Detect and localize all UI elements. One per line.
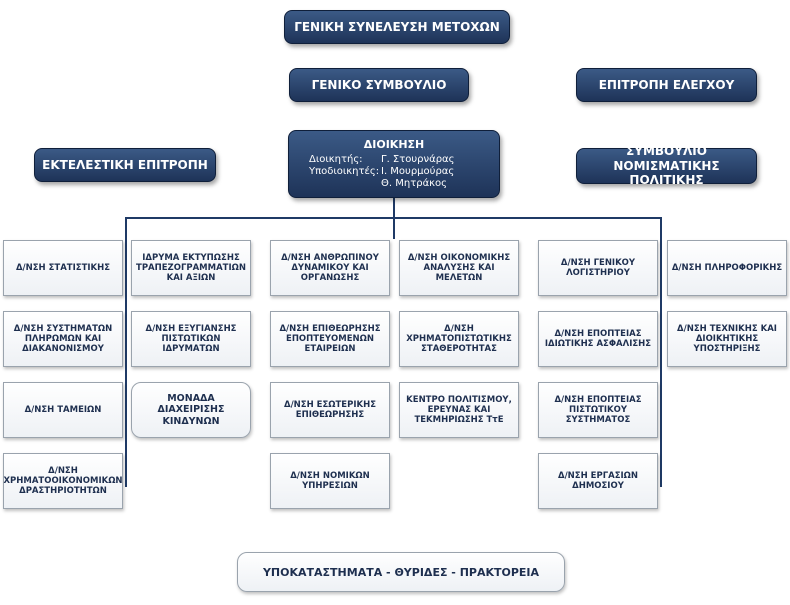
executive-committee-box: ΕΚΤΕΛΕΣΤΙΚΗ ΕΠΙΤΡΟΠΗ: [34, 148, 216, 182]
centre-culture-research: ΚΕΝΤΡΟ ΠΟΛΙΤΙΣΜΟΥ, ΕΡΕΥΝΑΣ ΚΑΙ ΤΕΚΜΗΡΙΩΣ…: [399, 382, 519, 438]
branches-label: ΥΠΟΚΑΤΑΣΤΗΜΑΤΑ - ΘΥΡΙΔΕΣ - ΠΡΑΚΤΟΡΕΙΑ: [262, 565, 540, 579]
dept-financial-stability: Δ/ΝΣΗ ΧΡΗΜΑΤΟΠΙΣΤΩΤΙΚΗΣ ΣΤΑΘΕΡΟΤΗΤΑΣ: [399, 311, 519, 367]
dept-resolution: Δ/ΝΣΗ ΕΞΥΓΙΑΝΣΗΣ ΠΙΣΤΩΤΙΚΩΝ ΙΔΡΥΜΑΤΩΝ: [131, 311, 251, 367]
dept-human-resources: Δ/ΝΣΗ ΑΝΘΡΩΠΙΝΟΥ ΔΥΝΑΜΙΚΟΥ ΚΑΙ ΟΡΓΑΝΩΣΗΣ: [270, 240, 390, 296]
dept-financial-operations: Δ/ΝΣΗ ΧΡΗΜΑΤΟΟΙΚΟΝΟΜΙΚΩΝ ΔΡΑΣΤΗΡΙΟΤΗΤΩΝ: [3, 453, 123, 509]
audit-committee-box: ΕΠΙΤΡΟΠΗ ΕΛΕΓΧΟΥ: [576, 68, 757, 102]
monetary-policy-council-box: ΣΥΜΒΟΥΛΙΟ ΝΟΜΙΣΜΑΤΙΚΗΣ ΠΟΛΙΤΙΚΗΣ: [576, 144, 757, 187]
dept-it: Δ/ΝΣΗ ΠΛΗΡΟΦΟΡΙΚΗΣ: [667, 240, 787, 296]
general-council-label: ΓΕΝΙΚΟ ΣΥΜΒΟΥΛΙΟ: [311, 77, 447, 92]
executive-committee-label: ΕΚΤΕΛΕΣΤΙΚΗ ΕΠΙΤΡΟΠΗ: [42, 157, 208, 172]
deputies-row-2: Θ. Μητράκος: [309, 178, 479, 190]
connector-mgmt-down: [393, 196, 395, 218]
dept-supervised-inspection: Δ/ΝΣΗ ΕΠΙΘΕΩΡΗΣΗΣ ΕΠΟΠΤΕΥΟΜΕΝΩΝ ΕΤΑΙΡΕΙΩ…: [270, 311, 390, 367]
deputy-1-name: Ι. Μουρμούρας: [381, 165, 455, 177]
unit-risk-management: ΜΟΝΑΔΑ ΔΙΑΧΕΙΡΙΣΗΣ ΚΙΝΔΥΝΩΝ: [131, 382, 251, 438]
connector-col3: [393, 217, 395, 239]
dept-banknote-printing: ΙΔΡΥΜΑ ΕΚΤΥΠΩΣΗΣ ΤΡΑΠΕΖΟΓΡΑΜΜΑΤΙΩΝ ΚΑΙ Α…: [131, 240, 251, 296]
dept-payment-systems: Δ/ΝΣΗ ΣΥΣΤΗΜΑΤΩΝ ΠΛΗΡΩΜΩΝ ΚΑΙ ΔΙΑΚΑΝΟΝΙΣ…: [3, 311, 123, 367]
general-assembly-box: ΓΕΝΙΚΗ ΣΥΝΕΛΕΥΣΗ ΜΕΤΟΧΩΝ: [284, 10, 510, 44]
branches-box: ΥΠΟΚΑΤΑΣΤΗΜΑΤΑ - ΘΥΡΙΔΕΣ - ΠΡΑΚΤΟΡΕΙΑ: [237, 552, 565, 592]
dept-legal-services: Δ/ΝΣΗ ΝΟΜΙΚΩΝ ΥΠΗΡΕΣΙΩΝ: [270, 453, 390, 509]
governor-row: Διοικητής: Γ. Στουρνάρας: [309, 154, 479, 166]
deputies-label: Υποδιοικητές:: [309, 165, 380, 177]
dept-credit-system-supervision: Δ/ΝΣΗ ΕΠΟΠΤΕΙΑΣ ΠΙΣΤΩΤΙΚΟΥ ΣΥΣΤΗΜΑΤΟΣ: [538, 382, 658, 438]
governor-name: Γ. Στουρνάρας: [381, 153, 455, 165]
general-council-box: ΓΕΝΙΚΟ ΣΥΜΒΟΥΛΙΟ: [289, 68, 469, 102]
dept-public-operations: Δ/ΝΣΗ ΕΡΓΑΣΙΩΝ ΔΗΜΟΣΙΟΥ: [538, 453, 658, 509]
dept-treasury: Δ/ΝΣΗ ΤΑΜΕΙΩΝ: [3, 382, 123, 438]
dept-economic-analysis: Δ/ΝΣΗ ΟΙΚΟΝΟΜΙΚΗΣ ΑΝΑΛΥΣΗΣ ΚΑΙ ΜΕΛΕΤΩΝ: [399, 240, 519, 296]
connector-col5: [660, 217, 662, 487]
governor-label: Διοικητής:: [309, 153, 363, 165]
monetary-policy-council-label: ΣΥΜΒΟΥΛΙΟ ΝΟΜΙΣΜΑΤΙΚΗΣ ΠΟΛΙΤΙΚΗΣ: [613, 144, 720, 188]
audit-committee-label: ΕΠΙΤΡΟΠΗ ΕΛΕΓΧΟΥ: [598, 77, 735, 92]
connector-col1: [125, 217, 127, 487]
dept-private-insurance-supervision: Δ/ΝΣΗ ΕΠΟΠΤΕΙΑΣ ΙΔΙΩΤΙΚΗΣ ΑΣΦΑΛΙΣΗΣ: [538, 311, 658, 367]
dept-technical-support: Δ/ΝΣΗ ΤΕΧΝΙΚΗΣ ΚΑΙ ΔΙΟΙΚΗΤΙΚΗΣ ΥΠΟΣΤΗΡΙΞ…: [667, 311, 787, 367]
deputy-2-name: Θ. Μητράκος: [381, 177, 448, 189]
dept-internal-audit: Δ/ΝΣΗ ΕΣΩΤΕΡΙΚΗΣ ΕΠΙΘΕΩΡΗΣΗΣ: [270, 382, 390, 438]
general-assembly-label: ΓΕΝΙΚΗ ΣΥΝΕΛΕΥΣΗ ΜΕΤΟΧΩΝ: [294, 19, 500, 34]
dept-statistics: Δ/ΝΣΗ ΣΤΑΤΙΣΤΙΚΗΣ: [3, 240, 123, 296]
deputies-row: Υποδιοικητές: Ι. Μουρμούρας: [309, 166, 479, 178]
dept-general-accounting: Δ/ΝΣΗ ΓΕΝΙΚΟΥ ΛΟΓΙΣΤΗΡΙΟΥ: [538, 240, 658, 296]
management-box: ΔΙΟΙΚΗΣΗ Διοικητής: Γ. Στουρνάρας Υποδιο…: [288, 130, 500, 198]
management-title: ΔΙΟΙΚΗΣΗ: [363, 138, 425, 152]
